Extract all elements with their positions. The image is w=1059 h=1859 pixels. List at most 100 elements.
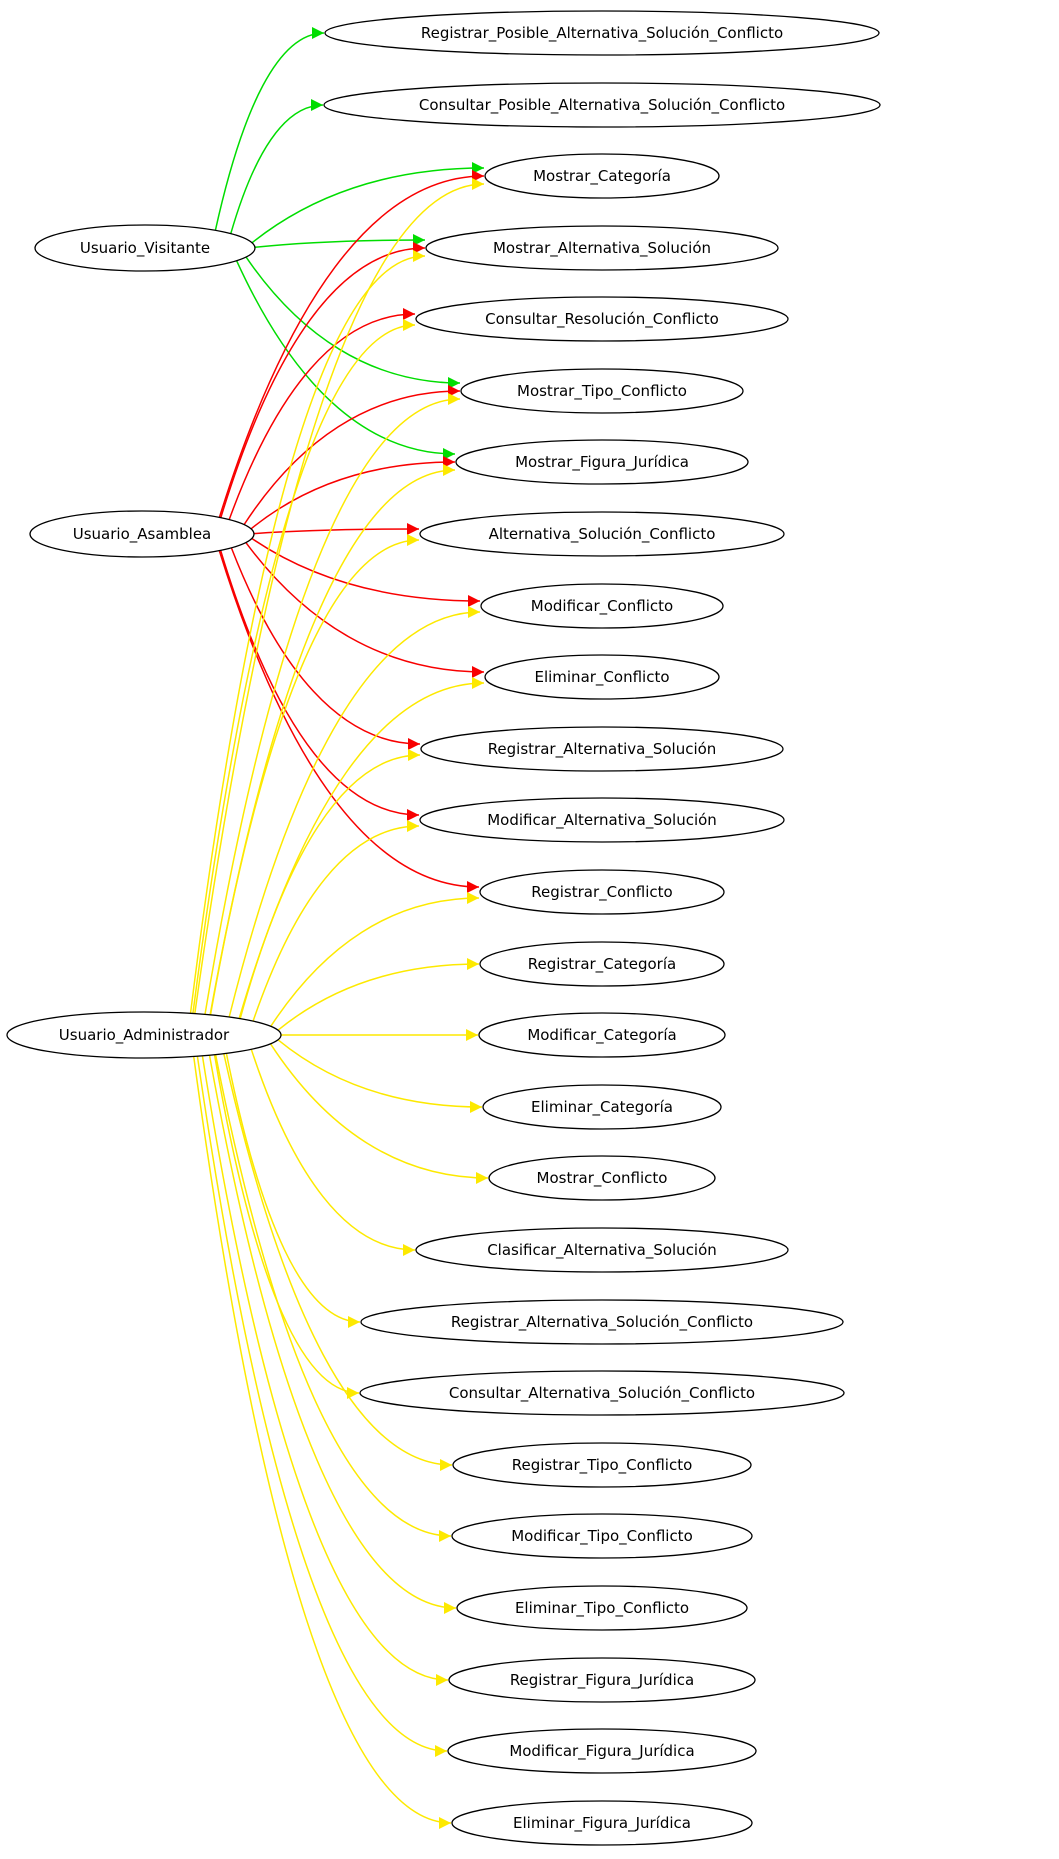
usecase-label: Registrar_Tipo_Conflicto xyxy=(512,1456,693,1475)
usecase-ellipse xyxy=(419,511,785,557)
usecase-ellipse xyxy=(360,1299,844,1345)
usecase-node-Mostrar_Conflicto: Mostrar_Conflicto xyxy=(488,1155,716,1201)
usecase-ellipse xyxy=(478,1012,726,1058)
edge-Usuario_Asamblea-to-Modificar_Conflicto xyxy=(251,537,481,607)
usecase-ellipse xyxy=(451,1513,753,1559)
usecase-node-Eliminar_Tipo_Conflicto: Eliminar_Tipo_Conflicto xyxy=(456,1585,748,1631)
edge-Usuario_Asamblea-to-Alternativa_Solución_Conflicto xyxy=(253,523,420,536)
edge-Usuario_Asamblea-to-Registrar_Conflicto xyxy=(218,550,480,893)
usecase-ellipse xyxy=(323,82,881,128)
edge-Usuario_Administrador-to-Mostrar_Tipo_Conflicto xyxy=(204,393,461,1015)
usecase-node-Consultar_Posible_Alternativa_Solución_Conflicto: Consultar_Posible_Alternativa_Solución_C… xyxy=(323,82,881,128)
usecase-ellipse xyxy=(455,439,749,485)
usecase-label: Registrar_Figura_Jurídica xyxy=(510,1671,694,1690)
usecase-ellipse xyxy=(484,153,720,199)
usecase-node-Mostrar_Tipo_Conflicto: Mostrar_Tipo_Conflicto xyxy=(460,368,744,414)
usecase-label: Consultar_Resolución_Conflicto xyxy=(485,310,719,329)
usecase-label: Mostrar_Figura_Jurídica xyxy=(515,453,689,472)
edge-Usuario_Asamblea-to-Consultar_Resolución_Conflicto xyxy=(228,308,416,520)
edge-Usuario_Administrador-to-Eliminar_Figura_Jurídica xyxy=(192,1056,452,1829)
edge-Usuario_Asamblea-to-Modificar_Alternativa_Solución xyxy=(219,550,420,821)
edge-Usuario_Administrador-to-Modificar_Tipo_Conflicto xyxy=(214,1054,452,1542)
edge-Usuario_Asamblea-to-Mostrar_Alternativa_Solución xyxy=(220,242,426,518)
usecase-node-Registrar_Alternativa_Solución: Registrar_Alternativa_Solución xyxy=(420,726,784,772)
usecase-node-Eliminar_Figura_Jurídica: Eliminar_Figura_Jurídica xyxy=(451,1800,753,1846)
edge-Usuario_Administrador-to-Modificar_Figura_Jurídica xyxy=(196,1056,448,1757)
edge-Usuario_Administrador-to-Modificar_Conflicto xyxy=(228,606,481,1018)
usecase-node-Mostrar_Figura_Jurídica: Mostrar_Figura_Jurídica xyxy=(455,439,749,485)
usecase-ellipse xyxy=(415,1227,789,1273)
usecase-node-Consultar_Resolución_Conflicto: Consultar_Resolución_Conflicto xyxy=(415,296,789,342)
actor-label: Usuario_Visitante xyxy=(80,239,210,258)
edge-Usuario_Administrador-to-Modificar_Alternativa_Solución xyxy=(252,820,420,1022)
edge-Usuario_Administrador-to-Consultar_Resolución_Conflicto xyxy=(192,319,416,1014)
usecase-ellipse xyxy=(419,797,785,843)
usecase-label: Eliminar_Categoría xyxy=(531,1098,673,1117)
usecase-node-Eliminar_Conflicto: Eliminar_Conflicto xyxy=(484,654,720,700)
usecase-ellipse xyxy=(482,1084,722,1130)
actor-node-Usuario_Asamblea: Usuario_Asamblea xyxy=(29,510,255,558)
edge-Usuario_Administrador-to-Clasificar_Alternativa_Solución xyxy=(250,1049,416,1256)
edge-Usuario_Asamblea-to-Mostrar_Figura_Jurídica xyxy=(250,456,456,530)
usecase-ellipse xyxy=(324,10,880,56)
usecase-ellipse xyxy=(460,368,744,414)
usecase-label: Clasificar_Alternativa_Solución xyxy=(487,1241,717,1260)
usecase-ellipse xyxy=(415,296,789,342)
usecase-label: Mostrar_Categoría xyxy=(533,167,671,186)
usecase-ellipse xyxy=(479,941,725,987)
edge-Usuario_Visitante-to-Consultar_Posible_Alternativa_Solución_Conflicto xyxy=(230,99,324,234)
usecase-ellipse xyxy=(451,1800,753,1846)
edge-Usuario_Visitante-to-Mostrar_Categoría xyxy=(251,162,485,244)
usecase-node-Modificar_Alternativa_Solución: Modificar_Alternativa_Solución xyxy=(419,797,785,843)
edge-Usuario_Visitante-to-Registrar_Posible_Alternativa_Solución_Conflicto xyxy=(214,27,325,231)
usecase-node-Clasificar_Alternativa_Solución: Clasificar_Alternativa_Solución xyxy=(415,1227,789,1273)
edge-Usuario_Asamblea-to-Mostrar_Tipo_Conflicto xyxy=(243,385,461,526)
usecase-ellipse xyxy=(479,869,725,915)
usecase-node-Registrar_Conflicto: Registrar_Conflicto xyxy=(479,869,725,915)
usecase-label: Registrar_Alternativa_Solución xyxy=(488,740,717,759)
usecase-ellipse xyxy=(359,1370,845,1416)
usecase-node-Registrar_Alternativa_Solución_Conflicto: Registrar_Alternativa_Solución_Conflicto xyxy=(360,1299,844,1345)
actor-ellipse xyxy=(34,224,256,272)
edge-Usuario_Administrador-to-Registrar_Alternativa_Solución xyxy=(239,749,421,1019)
actor-node-Usuario_Administrador: Usuario_Administrador xyxy=(6,1011,282,1059)
edge-Usuario_Administrador-to-Mostrar_Alternativa_Solución xyxy=(189,250,426,1014)
usecase-node-Eliminar_Categoría: Eliminar_Categoría xyxy=(482,1084,722,1130)
usecase-ellipse xyxy=(456,1585,748,1631)
edge-Usuario_Visitante-to-Mostrar_Figura_Jurídica xyxy=(235,260,456,460)
usecase-ellipse xyxy=(420,726,784,772)
edge-Usuario_Visitante-to-Mostrar_Tipo_Conflicto xyxy=(245,256,461,389)
actor-ellipse xyxy=(6,1011,282,1059)
usecase-label: Mostrar_Tipo_Conflicto xyxy=(517,382,687,401)
usecase-node-Registrar_Figura_Jurídica: Registrar_Figura_Jurídica xyxy=(448,1657,756,1703)
usecase-node-Modificar_Conflicto: Modificar_Conflicto xyxy=(480,583,724,629)
edge-Usuario_Administrador-to-Eliminar_Categoría xyxy=(277,1039,483,1113)
usecase-ellipse xyxy=(425,225,779,271)
usecase-ellipse xyxy=(484,654,720,700)
usecase-node-Consultar_Alternativa_Solución_Conflicto: Consultar_Alternativa_Solución_Conflicto xyxy=(359,1370,845,1416)
edge-Usuario_Administrador-to-Registrar_Conflicto xyxy=(270,892,480,1027)
edge-Usuario_Administrador-to-Registrar_Figura_Jurídica xyxy=(201,1055,449,1686)
usecase-label: Modificar_Figura_Jurídica xyxy=(509,1742,694,1761)
edge-Usuario_Administrador-to-Eliminar_Conflicto xyxy=(238,677,485,1019)
edge-Usuario_Asamblea-to-Registrar_Alternativa_Solución xyxy=(230,547,421,750)
usecase-label: Registrar_Posible_Alternativa_Solución_C… xyxy=(421,24,783,43)
usecase-node-Mostrar_Categoría: Mostrar_Categoría xyxy=(484,153,720,199)
edge-Usuario_Administrador-to-Eliminar_Tipo_Conflicto xyxy=(208,1055,457,1614)
edge-Usuario_Administrador-to-Registrar_Alternativa_Solución_Conflicto xyxy=(225,1053,361,1328)
usecase-node-Modificar_Categoría: Modificar_Categoría xyxy=(478,1012,726,1058)
usecase-label: Registrar_Alternativa_Solución_Conflicto xyxy=(451,1313,753,1332)
usecase-node-Registrar_Posible_Alternativa_Solución_Conflicto: Registrar_Posible_Alternativa_Solución_C… xyxy=(324,10,880,56)
usecase-ellipse xyxy=(452,1442,752,1488)
usecase-node-Alternativa_Solución_Conflicto: Alternativa_Solución_Conflicto xyxy=(419,511,785,557)
edge-Usuario_Administrador-to-Alternativa_Solución_Conflicto xyxy=(209,534,420,1016)
usecase-label: Mostrar_Alternativa_Solución xyxy=(493,239,711,258)
usecase-node-Registrar_Tipo_Conflicto: Registrar_Tipo_Conflicto xyxy=(452,1442,752,1488)
actor-node-Usuario_Visitante: Usuario_Visitante xyxy=(34,224,256,272)
usecase-label: Eliminar_Figura_Jurídica xyxy=(513,1814,691,1833)
usecase-label: Mostrar_Conflicto xyxy=(537,1169,668,1188)
edge-Usuario_Asamblea-to-Mostrar_Categoría xyxy=(218,170,485,518)
usecase-label: Registrar_Categoría xyxy=(528,955,676,974)
